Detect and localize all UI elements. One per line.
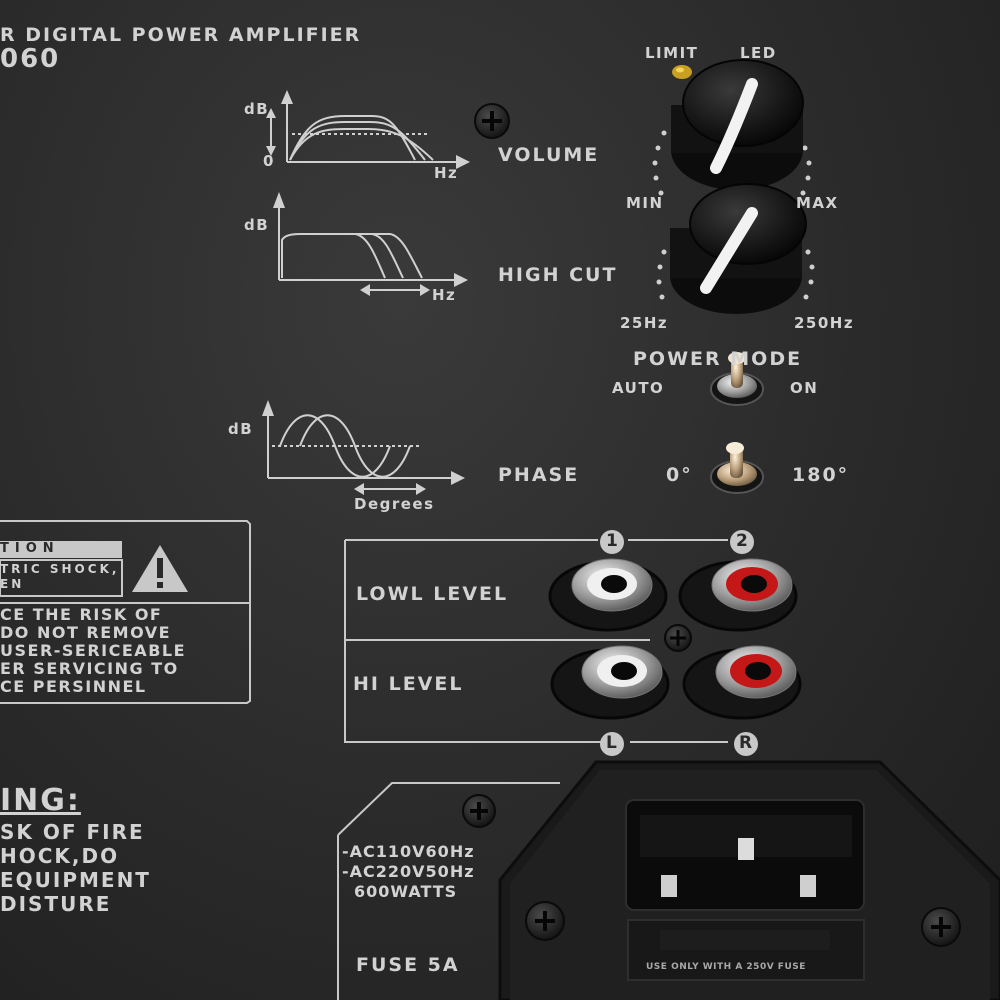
caution-line: CE PERSINNEL (0, 677, 147, 696)
warning-text: SK OF FIRE HOCK,DO EQUIPMENT DISTURE (0, 820, 151, 916)
power-mode-on-label: ON (790, 379, 819, 397)
volume-max-label: MAX (796, 194, 839, 212)
channel-2-label: 2 (736, 531, 748, 551)
fuse-label: FUSE 5A (356, 954, 460, 976)
high-cut-label: HIGH CUT (498, 264, 618, 286)
caution-line: ER SERVICING TO (0, 659, 179, 678)
phase-0-label: 0° (666, 464, 693, 486)
power-spec-text: -AC110V60Hz -AC220V50Hz 600WATTS (342, 842, 475, 902)
product-title: R DIGITAL POWER AMPLIFIER (0, 24, 362, 46)
high-cut-max-label: 250Hz (794, 314, 855, 332)
high-cut-min-label: 25Hz (620, 314, 669, 332)
high-cut-response-graph (273, 192, 468, 296)
volume-min-label: MIN (626, 194, 664, 212)
phase-response-graph (262, 400, 465, 495)
panel-screw-top (474, 103, 510, 139)
caution-header-line2: EN (0, 577, 25, 591)
graph1-db-label: dB (244, 100, 270, 118)
power-mode-toggle[interactable] (710, 352, 764, 406)
graph3-db-label: dB (228, 420, 254, 438)
power-spec-line: 600WATTS (354, 882, 458, 901)
power-spec-line: -AC110V60Hz (342, 842, 475, 861)
rca-jack-hi-right[interactable] (682, 645, 802, 720)
inlet-screw-left (525, 901, 565, 941)
right-channel-label: R (739, 733, 753, 753)
caution-line: CE THE RISK OF (0, 605, 163, 624)
graph1-zero-label: 0 (263, 152, 275, 170)
rca-jack-low-right[interactable] (678, 558, 798, 632)
power-spec-line: -AC220V50Hz (342, 862, 475, 881)
phase-180-label: 180° (792, 464, 850, 486)
warning-title: ING: (0, 783, 81, 818)
low-level-label: LOWL LEVEL (356, 583, 509, 605)
volume-response-graph (266, 90, 470, 169)
power-inlet[interactable] (498, 760, 1000, 1000)
hi-level-label: HI LEVEL (353, 673, 464, 695)
caution-header-line1: TRIC SHOCK, (0, 562, 120, 576)
power-mode-auto-label: AUTO (612, 379, 665, 397)
graph2-db-label: dB (244, 216, 270, 234)
channel-1-label: 1 (606, 531, 618, 551)
caution-line: DO NOT REMOVE (0, 623, 172, 642)
caution-title: TION (0, 541, 60, 556)
warning-line: DISTURE (0, 892, 112, 916)
high-cut-knob-pointer (700, 207, 758, 294)
power-spec-box (337, 782, 560, 1000)
phase-toggle[interactable] (710, 442, 764, 494)
volume-label: VOLUME (498, 144, 600, 166)
volume-scale-dots (652, 130, 812, 196)
caution-line: USER-SERICEABLE (0, 641, 187, 660)
panel-screw-lower (462, 794, 496, 828)
rca-jack-low-left[interactable] (548, 558, 668, 632)
panel-screw-middle (664, 624, 692, 652)
caution-box (0, 520, 251, 704)
warning-line: SK OF FIRE (0, 820, 145, 844)
model-number: 060 (0, 44, 61, 74)
inlet-screw-right (921, 907, 961, 947)
warning-line: EQUIPMENT (0, 868, 151, 892)
rca-jack-hi-left[interactable] (550, 645, 670, 720)
inlet-fuse-note: USE ONLY WITH A 250V FUSE (646, 962, 806, 972)
graph3-degrees-label: Degrees (354, 495, 435, 513)
phase-label: PHASE (498, 464, 580, 486)
high-cut-scale-dots (656, 249, 815, 300)
graph2-hz-label: Hz (432, 286, 457, 304)
left-channel-label: L (606, 733, 617, 753)
input-panel-box (344, 530, 758, 756)
led-label: LED (740, 44, 777, 62)
volume-knob-pointer (710, 78, 758, 174)
volume-knob[interactable] (671, 59, 804, 190)
graph1-hz-label: Hz (434, 164, 459, 182)
caution-text: CE THE RISK OF DO NOT REMOVE USER-SERICE… (0, 606, 186, 696)
warning-line: HOCK,DO (0, 844, 120, 868)
power-mode-label: POWER MODE (633, 348, 803, 370)
high-cut-knob[interactable] (670, 183, 807, 314)
limit-label: LIMIT (645, 44, 699, 62)
